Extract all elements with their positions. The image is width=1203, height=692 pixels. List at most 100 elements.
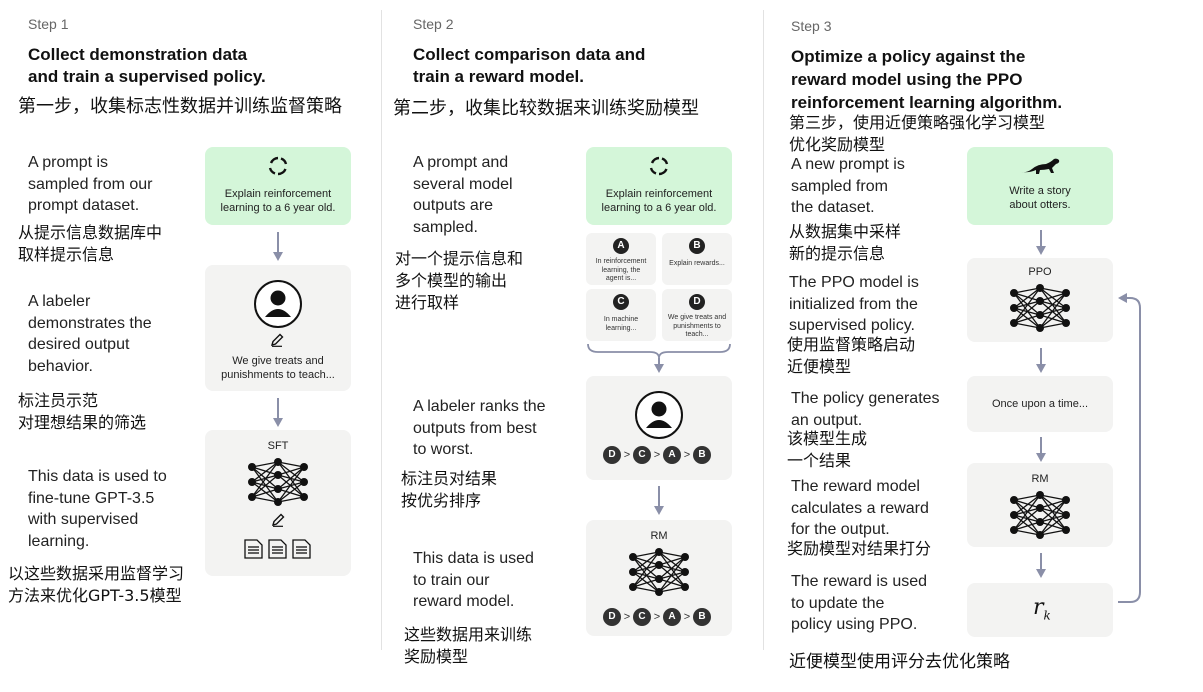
step2-arrow xyxy=(654,486,664,515)
output-card-b: B Explain rewards... xyxy=(662,233,732,285)
step3-ppo-desc: The PPO model is initialized from the su… xyxy=(789,274,919,334)
rank-badge-2: C xyxy=(633,446,651,464)
sft-label: SFT xyxy=(267,440,289,452)
output-text: Once upon a time... xyxy=(992,398,1088,410)
output-badge-b: B xyxy=(689,238,705,254)
step2-title-line1: Collect comparison data and xyxy=(413,45,646,64)
rank-sep: > xyxy=(653,611,661,623)
rm-label: RM xyxy=(1031,473,1049,485)
step3-gen-cn: 该模型生成 一个结果 xyxy=(787,429,868,470)
reward-symbol: rk xyxy=(1033,595,1051,623)
output-badge-a: A xyxy=(613,238,629,254)
otter-icon xyxy=(1021,158,1060,174)
rank-badge-3: A xyxy=(663,608,681,626)
output-card-c: C In machine learning... xyxy=(586,289,656,341)
refresh-icon xyxy=(268,156,288,176)
output-text-d: We give treats and punishments to teach.… xyxy=(667,314,727,338)
step3-prompt-box: Write a story about otters. xyxy=(967,147,1113,225)
step1-prompt-box-text: Explain reinforcement learning to a 6 ye… xyxy=(220,188,336,214)
step1-train-desc: This data is used to fine-tune GPT-3.5 w… xyxy=(28,468,167,550)
rank-badge-2: C xyxy=(633,608,651,626)
neural-network-icon xyxy=(248,458,308,506)
step3-title-line3: reinforcement learning algorithm. xyxy=(791,93,1063,112)
step1-prompt-box: Explain reinforcement learning to a 6 ye… xyxy=(205,147,351,225)
step3-prompt-cn: 从数据集中采样 新的提示信息 xyxy=(789,222,902,263)
step3-footer-cn: 近便模型使用评分去优化策略 xyxy=(789,652,1010,672)
step2-prompt-cn: 对一个提示信息和 多个模型的输出 进行取样 xyxy=(395,249,524,312)
neural-network-icon xyxy=(1010,284,1070,332)
step3-title-line1: Optimize a policy against the xyxy=(791,47,1026,66)
rank-sep: > xyxy=(683,449,691,461)
step2-train-cn: 这些数据用来训练 奖励模型 xyxy=(404,625,533,666)
step2-prompt-box: Explain reinforcement learning to a 6 ye… xyxy=(586,147,732,225)
step1-prompt-cn: 从提示信息数据库中 取样提示信息 xyxy=(18,223,163,264)
step2-rm-box: RM D > C > A > B xyxy=(586,520,732,636)
step2-label: Step 2 xyxy=(413,16,454,32)
step1-title-line2: and train a supervised policy. xyxy=(28,67,266,86)
step1-arrow-1 xyxy=(273,232,283,261)
ppo-label: PPO xyxy=(1028,266,1052,278)
step2-prompt-box-text: Explain reinforcement learning to a 6 ye… xyxy=(601,188,717,214)
step3-rm-cn: 奖励模型对结果打分 xyxy=(787,539,932,558)
step3-arrow-4 xyxy=(1036,553,1046,578)
feedback-loop-arrow xyxy=(1118,293,1141,603)
refresh-icon xyxy=(649,156,669,176)
neural-network-icon xyxy=(629,548,689,596)
step3-rm-desc: The reward model calculates a reward for… xyxy=(791,478,929,538)
output-card-d: D We give treats and punishments to teac… xyxy=(662,289,732,341)
rank-badge-3: A xyxy=(663,446,681,464)
step3-label: Step 3 xyxy=(791,18,832,34)
step1-sft-box: SFT xyxy=(205,430,351,576)
labeler-avatar-icon xyxy=(635,391,683,439)
step3-title-line2: reward model using the PPO xyxy=(791,70,1023,89)
document-icons xyxy=(244,539,311,559)
step2-rank-cn: 标注员对结果 按优劣排序 xyxy=(401,469,498,510)
rank-badge-4: B xyxy=(693,446,711,464)
step1-labeler-cn: 标注员示范 对理想结果的筛选 xyxy=(18,391,147,432)
output-text-c: In machine learning... xyxy=(603,316,639,332)
output-badge-c: C xyxy=(613,294,629,310)
step3-arrow-3 xyxy=(1036,437,1046,462)
outputs-brace xyxy=(587,343,731,373)
step1-demo-box: We give treats and punishments to teach.… xyxy=(205,265,351,391)
step2-cn-title: 第二步，收集比较数据来训练奖励模型 xyxy=(393,98,699,119)
step1-cn-title: 第一步，收集标志性数据并训练监督策略 xyxy=(18,96,342,117)
step1-title-line1: Collect demonstration data xyxy=(28,45,248,64)
step3-prompt-desc: A new prompt is sampled from the dataset… xyxy=(791,156,905,216)
step3-arrow-2 xyxy=(1036,348,1046,373)
step3-ppo-box: PPO xyxy=(967,258,1113,342)
pencil-icon xyxy=(271,513,285,527)
rank-badge-4: B xyxy=(693,608,711,626)
step1-label: Step 1 xyxy=(28,16,69,32)
rank-sep: > xyxy=(623,449,631,461)
pencil-icon xyxy=(270,333,284,347)
output-text-b: Explain rewards... xyxy=(669,260,725,267)
step3-output-box: Once upon a time... xyxy=(967,376,1113,432)
step2-rank-box: D > C > A > B xyxy=(586,376,732,480)
step3-arrow-1 xyxy=(1036,230,1046,255)
step1-train-cn: 以这些数据采用监督学习 方法来优化GPT-3.5模型 xyxy=(8,564,185,605)
neural-network-icon xyxy=(1010,491,1070,539)
rm-label: RM xyxy=(650,530,668,542)
step3-gen-desc: The policy generates an output. xyxy=(791,390,940,429)
rank-badge-1: D xyxy=(603,608,621,626)
step2-train-desc: This data is used to train our reward mo… xyxy=(413,550,534,610)
labeler-avatar-icon xyxy=(254,280,302,328)
step1-demo-box-text: We give treats and punishments to teach.… xyxy=(221,355,335,381)
output-text-a: In reinforcement learning, the agent is.… xyxy=(595,258,647,282)
output-badge-d: D xyxy=(689,294,705,310)
step1-arrow-2 xyxy=(273,398,283,427)
ranking-row: D > C > A > B xyxy=(603,446,711,464)
step3-reward-box: rk xyxy=(967,583,1113,637)
step3-rm-box: RM xyxy=(967,463,1113,547)
step3-ppo-cn: 使用监督策略启动 近便模型 xyxy=(787,335,916,376)
step2-prompt-desc: A prompt and several model outputs are s… xyxy=(413,154,513,236)
rank-sep: > xyxy=(623,611,631,623)
step1-labeler-desc: A labeler demonstrates the desired outpu… xyxy=(28,293,152,375)
step1-prompt-desc: A prompt is sampled from our prompt data… xyxy=(28,154,153,214)
ranking-row: D > C > A > B xyxy=(603,608,711,626)
step3-update-desc: The reward is used to update the policy … xyxy=(791,573,928,633)
step2-title-line2: train a reward model. xyxy=(413,67,584,86)
output-card-a: A In reinforcement learning, the agent i… xyxy=(586,233,656,285)
step3-prompt-box-text: Write a story about otters. xyxy=(1009,185,1071,211)
